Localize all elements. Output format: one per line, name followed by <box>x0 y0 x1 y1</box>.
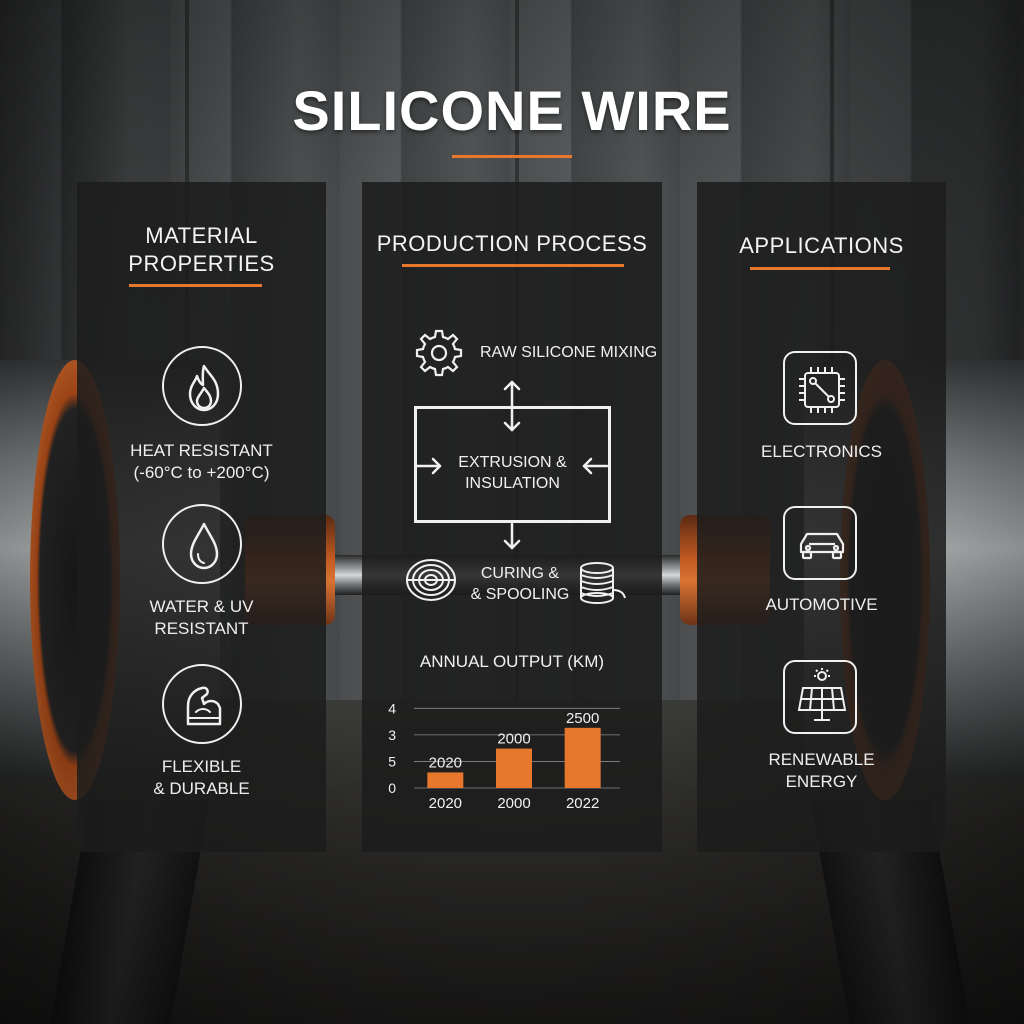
solar-panel-icon <box>783 660 857 734</box>
heading-line: MATERIAL <box>145 223 258 248</box>
label-line: HEAT RESISTANT <box>130 441 273 460</box>
panel-heading: PRODUCTION PROCESS <box>376 231 648 256</box>
water-drop-icon <box>162 504 242 584</box>
flow-arrows <box>415 380 609 550</box>
application-label: RENEWABLE ENERGY <box>697 749 946 793</box>
bar <box>427 772 464 788</box>
bar-value-label: 2020 <box>429 754 462 771</box>
step-line: INSULATION <box>465 475 560 492</box>
flame-icon <box>162 346 242 426</box>
property-label: HEAT RESISTANT (-60°C to +200°C) <box>77 440 326 484</box>
y-tick-label: 3 <box>388 727 396 743</box>
production-process-panel: PRODUCTION PROCESS <box>362 182 662 852</box>
label-line: RESISTANT <box>154 619 249 638</box>
bar-value-label: 2500 <box>566 710 599 727</box>
property-label: WATER & UV RESISTANT <box>77 596 326 640</box>
flexed-arm-icon <box>162 664 242 744</box>
label-line: (-60°C to +200°C) <box>133 463 270 482</box>
label-line: RENEWABLE <box>768 750 875 769</box>
heading-underline <box>402 264 624 267</box>
x-tick-label: 2020 <box>429 795 462 812</box>
process-step-mixing: RAW SILICONE MIXING <box>480 344 658 361</box>
x-tick-label: 2000 <box>497 795 530 812</box>
label-line: FLEXIBLE <box>161 757 242 776</box>
label-line: WATER & UV <box>149 597 254 616</box>
spool-icon <box>580 562 626 604</box>
bar-value-label: 2000 <box>497 731 530 748</box>
y-tick-label: 4 <box>388 700 396 716</box>
page-title: SILICONE WIRE <box>292 79 732 142</box>
process-step-extrusion: EXTRUSION & INSULATION <box>414 452 611 494</box>
label-line: ENERGY <box>785 772 858 791</box>
heading-line: PROPERTIES <box>128 251 275 276</box>
application-label: AUTOMOTIVE <box>697 594 946 616</box>
output-bar-chart: 0 5 3 4 2020 2020 2000 2000 2500 2022 <box>388 700 620 812</box>
applications-panel: APPLICATIONS ELECTRONICS <box>697 182 946 852</box>
x-tick-label: 2022 <box>566 795 599 812</box>
application-label: ELECTRONICS <box>697 441 946 463</box>
y-tick-label: 0 <box>388 780 396 796</box>
car-icon <box>783 506 857 580</box>
heading-underline <box>129 284 262 287</box>
label-line: AUTOMOTIVE <box>765 595 878 614</box>
gear-icon <box>415 329 463 377</box>
step-line: EXTRUSION & <box>458 454 567 471</box>
wire-coil-icon <box>406 559 456 601</box>
bar <box>564 727 601 788</box>
circuit-chip-icon <box>783 351 857 425</box>
material-properties-panel: MATERIAL PROPERTIES HEAT RESISTANT (-60°… <box>77 182 326 852</box>
bar <box>496 748 532 788</box>
step-line: CURING & <box>480 565 560 582</box>
chart-title: ANNUAL OUTPUT (KM) <box>419 652 605 671</box>
heading-underline <box>750 267 890 270</box>
label-line: ELECTRONICS <box>761 442 882 461</box>
y-tick-label: 5 <box>388 753 396 769</box>
step-line: & SPOOLING <box>470 586 570 603</box>
panel-heading: MATERIAL PROPERTIES <box>77 222 326 278</box>
title-underline <box>452 155 572 158</box>
panel-heading: APPLICATIONS <box>739 233 904 258</box>
property-label: FLEXIBLE & DURABLE <box>77 756 326 800</box>
process-step-curing: CURING & & SPOOLING <box>460 563 580 605</box>
label-line: & DURABLE <box>153 779 250 798</box>
